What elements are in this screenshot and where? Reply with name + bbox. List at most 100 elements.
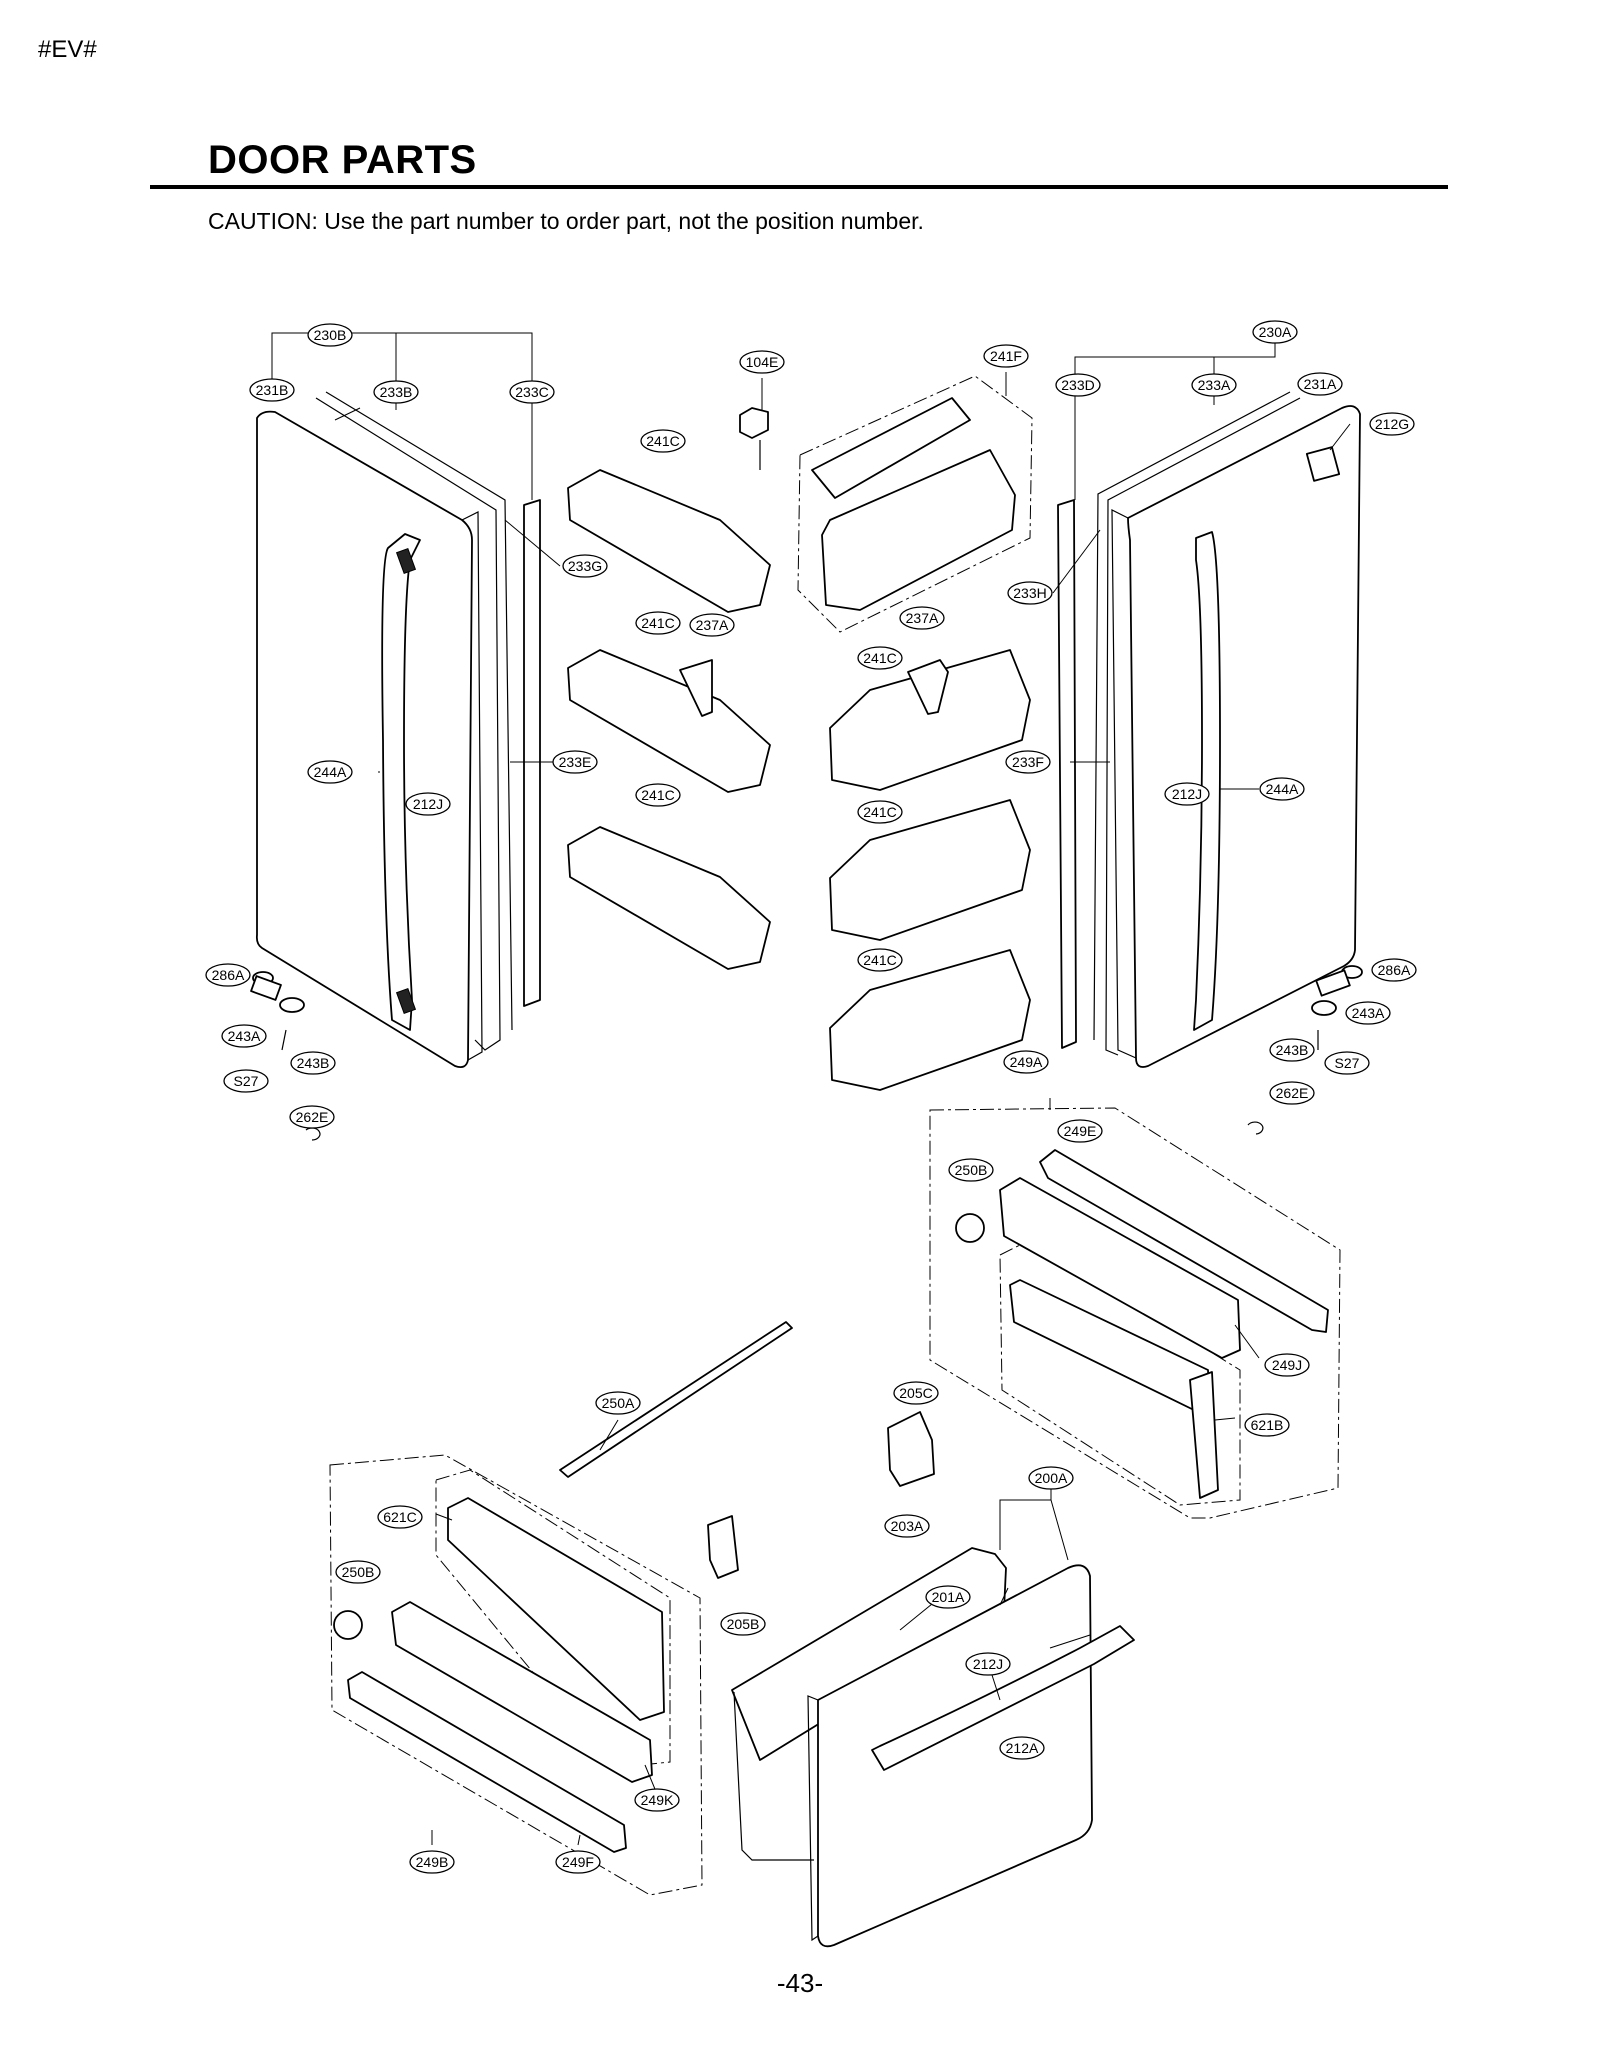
position-label: 212G xyxy=(1369,412,1415,436)
position-label: 233B xyxy=(373,380,419,404)
position-label-ellipse xyxy=(689,613,735,637)
position-label-text: 243B xyxy=(297,1055,330,1071)
position-label: 241C xyxy=(857,948,903,972)
position-label-ellipse xyxy=(223,1069,269,1093)
position-label: 241C xyxy=(640,429,686,453)
right-basket-1 xyxy=(829,649,1031,791)
position-label-ellipse xyxy=(999,1736,1045,1760)
position-label-ellipse xyxy=(965,1652,1011,1676)
position-label-ellipse xyxy=(635,611,681,635)
position-label-ellipse xyxy=(409,1850,455,1874)
position-label-text: 237A xyxy=(696,617,729,633)
right-hinge-cam xyxy=(1311,1000,1337,1016)
position-label-ellipse xyxy=(221,1024,267,1048)
position-label-text: 241C xyxy=(863,804,896,820)
position-label-text: 250B xyxy=(955,1162,988,1178)
position-label-text: 621C xyxy=(383,1509,416,1525)
left-rail-assembly xyxy=(329,1454,703,1896)
position-label-text: 250B xyxy=(342,1564,375,1580)
dairy-bin-lid xyxy=(811,397,971,499)
position-label-ellipse xyxy=(948,1158,994,1182)
right-hinge-bracket xyxy=(1315,969,1351,997)
left-rail-bracket xyxy=(391,1601,653,1783)
left-basket-bottom xyxy=(567,826,771,970)
right-door-handle xyxy=(1193,531,1221,1031)
position-label: 233E xyxy=(552,750,598,774)
position-label: 237A xyxy=(689,613,735,637)
position-label-text: 233B xyxy=(380,384,413,400)
caution-note: CAUTION: Use the part number to order pa… xyxy=(208,208,924,234)
position-label-text: 241C xyxy=(641,615,674,631)
position-label: 286A xyxy=(1371,958,1417,982)
position-label-ellipse xyxy=(1057,1119,1103,1143)
center-parts xyxy=(739,375,1033,1091)
position-label: 233C xyxy=(509,380,555,404)
position-label: 286A xyxy=(205,963,251,987)
position-label: 250A xyxy=(595,1391,641,1415)
position-label: 241F xyxy=(983,344,1029,368)
left-hinge-clip xyxy=(305,1127,321,1141)
position-label-text: 237A xyxy=(906,610,939,626)
position-label-text: 104E xyxy=(746,354,779,370)
right-door-assembly xyxy=(1057,391,1363,1135)
position-label-ellipse xyxy=(307,760,353,784)
position-label-ellipse xyxy=(1371,958,1417,982)
rail-cap-left xyxy=(707,1515,739,1579)
left-upper-rail xyxy=(447,1497,665,1721)
left-handle-bottom-cap xyxy=(395,987,417,1015)
position-label-text: 212A xyxy=(1006,1740,1039,1756)
position-label: 241C xyxy=(635,783,681,807)
right-rail-group-outline xyxy=(929,1107,1341,1519)
position-label-text: 212J xyxy=(1172,786,1202,802)
position-label: 230A xyxy=(1252,320,1298,344)
position-label: 249J xyxy=(1264,1353,1310,1377)
position-label-ellipse xyxy=(635,783,681,807)
title-underline xyxy=(150,185,1448,189)
position-label: 205B xyxy=(720,1612,766,1636)
position-label-text: 249E xyxy=(1064,1123,1097,1139)
drawer-gasket-side xyxy=(733,1691,814,1861)
position-label: 237A xyxy=(899,606,945,630)
position-label: 243B xyxy=(1269,1038,1315,1062)
position-label: 249E xyxy=(1057,1119,1103,1143)
position-label-ellipse xyxy=(562,554,608,578)
right-door-gasket-inner xyxy=(1093,391,1291,1041)
position-label-ellipse xyxy=(1007,581,1053,605)
position-label: 262E xyxy=(289,1105,335,1129)
position-label: S27 xyxy=(1324,1051,1370,1075)
position-label-text: 231A xyxy=(1304,376,1337,392)
position-label: 249A xyxy=(1003,1050,1049,1074)
position-label-ellipse xyxy=(1191,373,1237,397)
position-label-text: 262E xyxy=(1276,1085,1309,1101)
left-hinge-bracket xyxy=(250,975,282,1001)
position-label: 212A xyxy=(999,1736,1045,1760)
position-label-text: 286A xyxy=(212,967,245,983)
left-handle-top-cap xyxy=(395,547,417,575)
position-label-text: 250A xyxy=(602,1395,635,1411)
position-label-text: 233C xyxy=(515,384,548,400)
position-label-text: 212J xyxy=(413,796,443,812)
right-door-panel-edge xyxy=(1111,509,1137,1059)
position-label: 621C xyxy=(377,1505,423,1529)
position-label-text: 230A xyxy=(1259,324,1292,340)
position-label: 250B xyxy=(335,1560,381,1584)
left-basket-middle xyxy=(567,649,771,793)
position-label: 233D xyxy=(1055,373,1101,397)
position-label: 250B xyxy=(948,1158,994,1182)
dairy-bin-base xyxy=(821,449,1016,611)
position-label-ellipse xyxy=(373,380,419,404)
position-label-text: S27 xyxy=(234,1073,259,1089)
position-label-text: 201A xyxy=(932,1589,965,1605)
right-basket-2 xyxy=(829,799,1031,941)
position-label: S27 xyxy=(223,1069,269,1093)
position-label-ellipse xyxy=(290,1051,336,1075)
left-pinion-gear xyxy=(333,1610,363,1640)
drawer-door-edge xyxy=(807,1695,819,1942)
position-label-ellipse xyxy=(1259,777,1305,801)
position-label: 243B xyxy=(290,1051,336,1075)
position-label: 244A xyxy=(1259,777,1305,801)
position-label: 212J xyxy=(965,1652,1011,1676)
position-label-text: 200A xyxy=(1035,1470,1068,1486)
